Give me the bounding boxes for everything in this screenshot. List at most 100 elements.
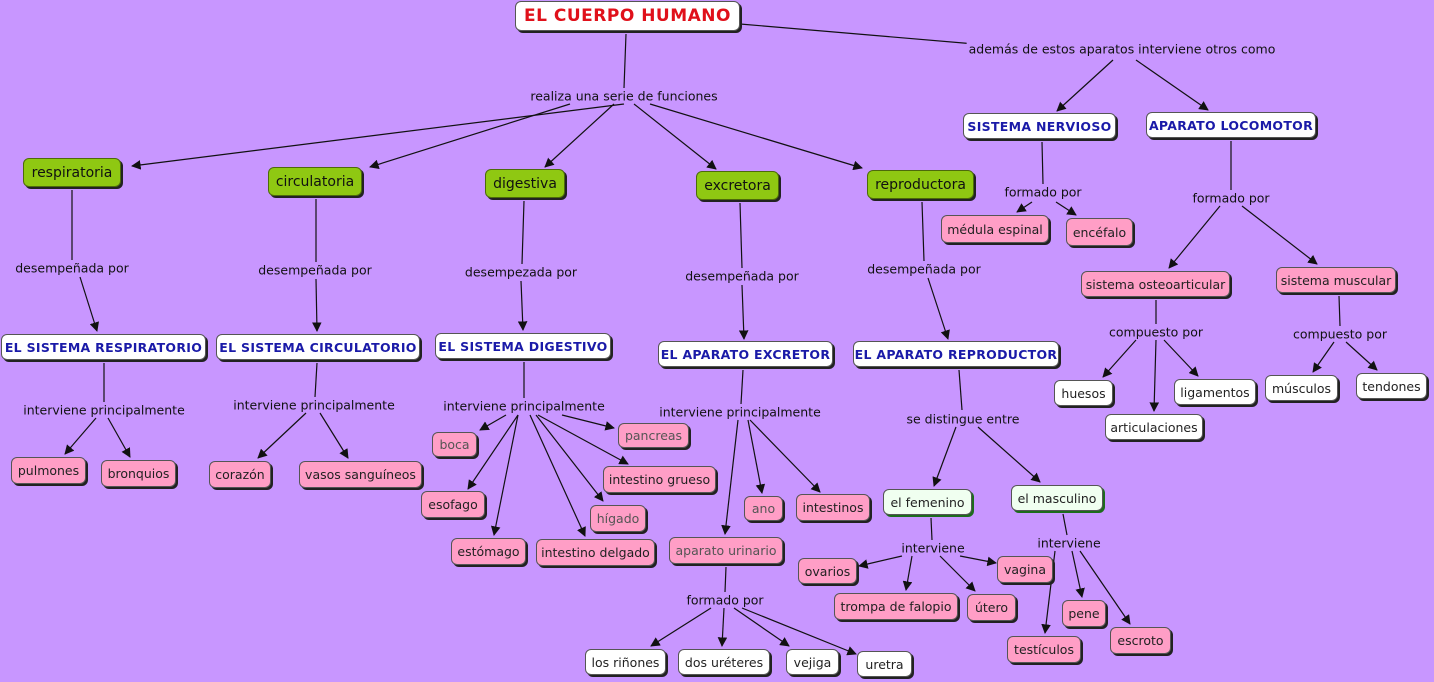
function-respiratoria[interactable]: respiratoria: [23, 158, 121, 187]
connector-line: [740, 369, 744, 405]
connector-line: [649, 103, 863, 171]
organ-aparato-urinario[interactable]: aparato urinario: [669, 537, 783, 564]
function-circulatoria[interactable]: circulatoria: [268, 167, 362, 196]
system-locomotor[interactable]: APARATO LOCOMOTOR: [1146, 112, 1316, 138]
link-label-femenino: interviene: [899, 540, 967, 556]
connector-line: [738, 284, 749, 340]
connector-line: [1079, 550, 1131, 625]
organ-ovarios[interactable]: ovarios: [798, 558, 857, 584]
connector-line: [561, 414, 615, 431]
organ-pancreas[interactable]: pancreas: [618, 423, 689, 448]
organ-bronquios[interactable]: bronquios: [101, 460, 176, 487]
connector-line: [369, 103, 571, 169]
organ-utero[interactable]: útero: [967, 594, 1016, 621]
organ-vasos[interactable]: vasos sanguíneos: [299, 461, 422, 488]
connector-line: [1241, 205, 1318, 265]
organ-ano[interactable]: ano: [744, 496, 783, 521]
connector-line: [930, 517, 933, 541]
organ-escroto[interactable]: escroto: [1110, 627, 1171, 654]
organ-vagina[interactable]: vagina: [997, 556, 1053, 583]
organ-trompa[interactable]: trompa de falopio: [834, 593, 958, 620]
connector-line: [544, 103, 615, 168]
organ-rinones[interactable]: los riñones: [585, 649, 666, 675]
organ-huesos[interactable]: huesos: [1054, 380, 1113, 406]
connector-line: [1135, 59, 1209, 111]
function-reproductora[interactable]: reproductora: [867, 170, 974, 199]
link-label-circ-organs: interviene principalmente: [231, 397, 397, 413]
connector-line: [314, 362, 318, 398]
function-excretora[interactable]: excretora: [696, 171, 779, 200]
organ-ureteres[interactable]: dos uréteres: [678, 649, 770, 675]
connector-line: [1056, 59, 1114, 112]
connector-line: [1338, 295, 1341, 327]
connector-line: [927, 277, 950, 340]
system-digestivo[interactable]: EL SISTEMA DIGESTIVO: [435, 333, 611, 359]
link-label-excretora: desempeñada por: [683, 268, 801, 284]
connector-line: [319, 412, 349, 459]
organ-boca[interactable]: boca: [432, 432, 477, 457]
connector-line: [858, 555, 903, 569]
system-respiratorio[interactable]: EL SISTEMA RESPIRATORIO: [1, 334, 206, 360]
connector-line: [1062, 513, 1068, 536]
organ-medula[interactable]: médula espinal: [941, 215, 1049, 243]
organ-tendones[interactable]: tendones: [1356, 373, 1427, 399]
organ-ligamentos[interactable]: ligamentos: [1174, 379, 1256, 405]
connector-line: [257, 412, 307, 459]
link-label-resp-organs: interviene principalmente: [21, 402, 187, 418]
connector-line: [1071, 550, 1085, 598]
organ-pulmones[interactable]: pulmones: [11, 457, 86, 484]
link-label-nervioso: formado por: [1002, 184, 1084, 200]
connector-line: [958, 369, 963, 411]
organ-esofago[interactable]: esofago: [421, 491, 485, 518]
organ-uretra[interactable]: uretra: [857, 651, 912, 677]
connector-line: [479, 414, 507, 431]
organ-intestino-grueso[interactable]: intestino grueso: [603, 466, 716, 493]
link-label-muscular: compuesto por: [1290, 326, 1390, 342]
organ-estomago[interactable]: estómago: [451, 538, 526, 565]
link-label-respiratoria: desempeñada por: [13, 260, 131, 276]
organ-intestinos[interactable]: intestinos: [796, 494, 870, 521]
connector-line: [739, 202, 743, 269]
connector-line: [749, 419, 821, 493]
link-label-ademas: además de estos aparatos interviene otro…: [966, 41, 1278, 57]
connector-line: [1041, 550, 1056, 634]
system-reproductor[interactable]: EL APARATO REPRODUCTOR: [853, 341, 1059, 367]
connector-line: [107, 417, 131, 458]
link-label-circulatoria: desempeñada por: [256, 262, 374, 278]
system-nervioso[interactable]: SISTEMA NERVIOSO: [963, 113, 1116, 139]
connector-line: [1055, 201, 1077, 216]
connector-line: [1345, 341, 1378, 371]
organ-osteoarticular[interactable]: sistema osteoarticular: [1081, 271, 1230, 297]
organ-encefalo[interactable]: encéfalo: [1066, 218, 1133, 246]
link-label-reproductor: se distingue entre: [904, 411, 1022, 427]
connector-line: [650, 607, 712, 647]
connector-line: [1016, 201, 1033, 213]
node-masculino[interactable]: el masculino: [1011, 485, 1103, 511]
connector-line: [535, 414, 604, 502]
system-circulatorio[interactable]: EL SISTEMA CIRCULATORIO: [216, 334, 420, 360]
node-femenino[interactable]: el femenino: [883, 489, 972, 515]
organ-pene[interactable]: pene: [1062, 600, 1106, 627]
connector-line: [959, 555, 997, 567]
connector-line: [1102, 339, 1137, 378]
connector-line: [1163, 339, 1199, 377]
connector-line: [747, 419, 766, 494]
organ-intestino-delgado[interactable]: intestino delgado: [536, 539, 655, 566]
organ-higado[interactable]: hígado: [590, 505, 646, 532]
function-digestiva[interactable]: digestiva: [485, 169, 565, 198]
organ-vejiga[interactable]: vejiga: [786, 649, 839, 675]
organ-testiculos[interactable]: testículos: [1007, 636, 1081, 663]
connector-line: [902, 555, 913, 591]
link-label-exc-organs: interviene principalmente: [657, 404, 823, 420]
connector-line: [921, 201, 925, 262]
organ-corazon[interactable]: corazón: [209, 461, 271, 488]
connector-line: [1168, 205, 1221, 269]
connector-line: [717, 607, 728, 647]
organ-musculos[interactable]: músculos: [1265, 375, 1338, 401]
system-excretor[interactable]: EL APARATO EXCRETOR: [658, 341, 833, 367]
link-label-urinario: formado por: [684, 592, 766, 608]
organ-articulaciones[interactable]: articulaciones: [1105, 414, 1203, 440]
organ-muscular[interactable]: sistema muscular: [1276, 267, 1396, 293]
main-title-node[interactable]: EL CUERPO HUMANO: [515, 1, 740, 31]
link-label-digestiva: desempezada por: [462, 264, 580, 280]
